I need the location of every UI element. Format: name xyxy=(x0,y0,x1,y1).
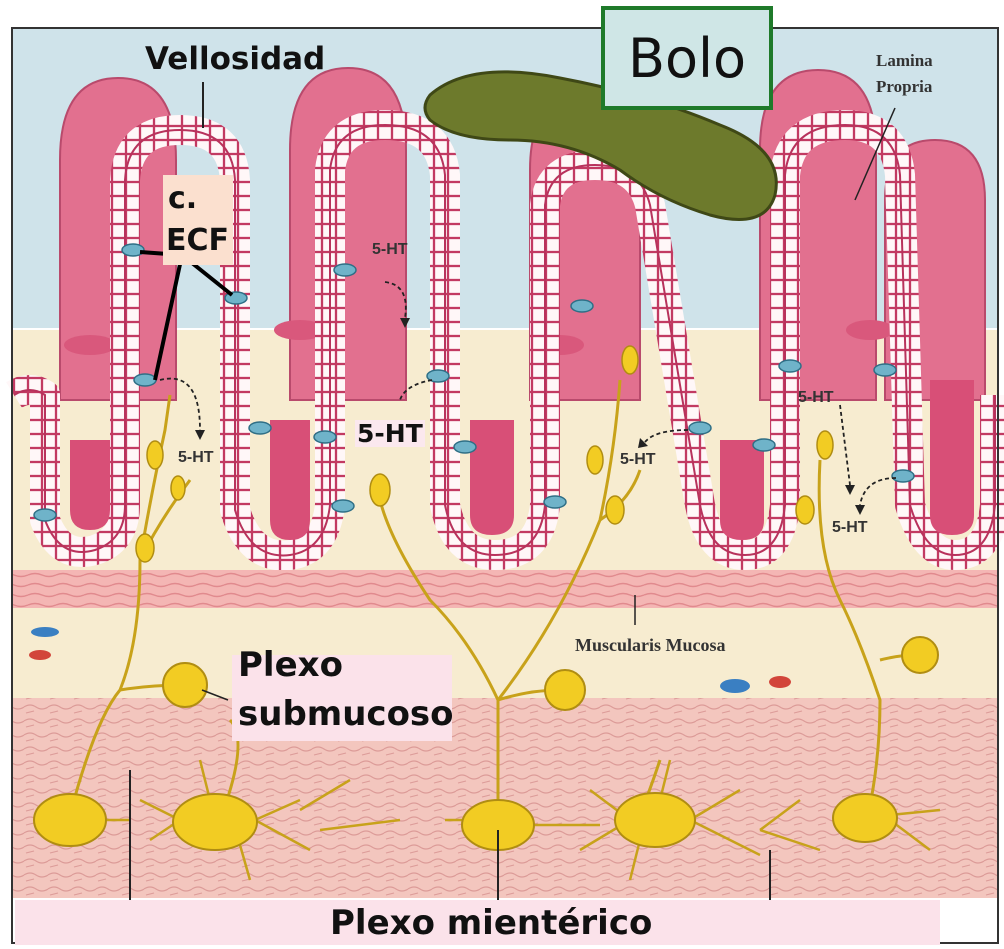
bolo-label: Bolo xyxy=(628,27,746,90)
plexo-submucoso-label-line1: Plexo xyxy=(238,648,343,682)
vellosidad-label: Vellosidad xyxy=(145,44,325,75)
ecf-label-line2: ECF xyxy=(166,226,229,256)
lamina-propria-label-line1: Lamina xyxy=(876,52,933,69)
plexo-mienterico-label: Plexo mientérico xyxy=(330,906,652,940)
lamina-propria-label-line2: Propria xyxy=(876,78,932,95)
plexo-submucoso-label-line2: submucoso xyxy=(238,697,454,731)
ht-label-1: 5-HT xyxy=(372,242,408,258)
ht-label-6: 5-HT xyxy=(832,520,868,536)
muscularis-mucosa-label: Muscularis Mucosa xyxy=(575,636,726,654)
ht-label-3: 5-HT xyxy=(178,450,214,466)
ht-label-4: 5-HT xyxy=(620,452,656,468)
ht-label-5: 5-HT xyxy=(798,390,834,406)
ht-label-2: 5-HT xyxy=(355,420,425,447)
bolo-label-box: Bolo xyxy=(601,6,773,110)
muscularis-mucosa xyxy=(12,570,998,608)
ecf-label-line1: c. xyxy=(168,184,197,214)
